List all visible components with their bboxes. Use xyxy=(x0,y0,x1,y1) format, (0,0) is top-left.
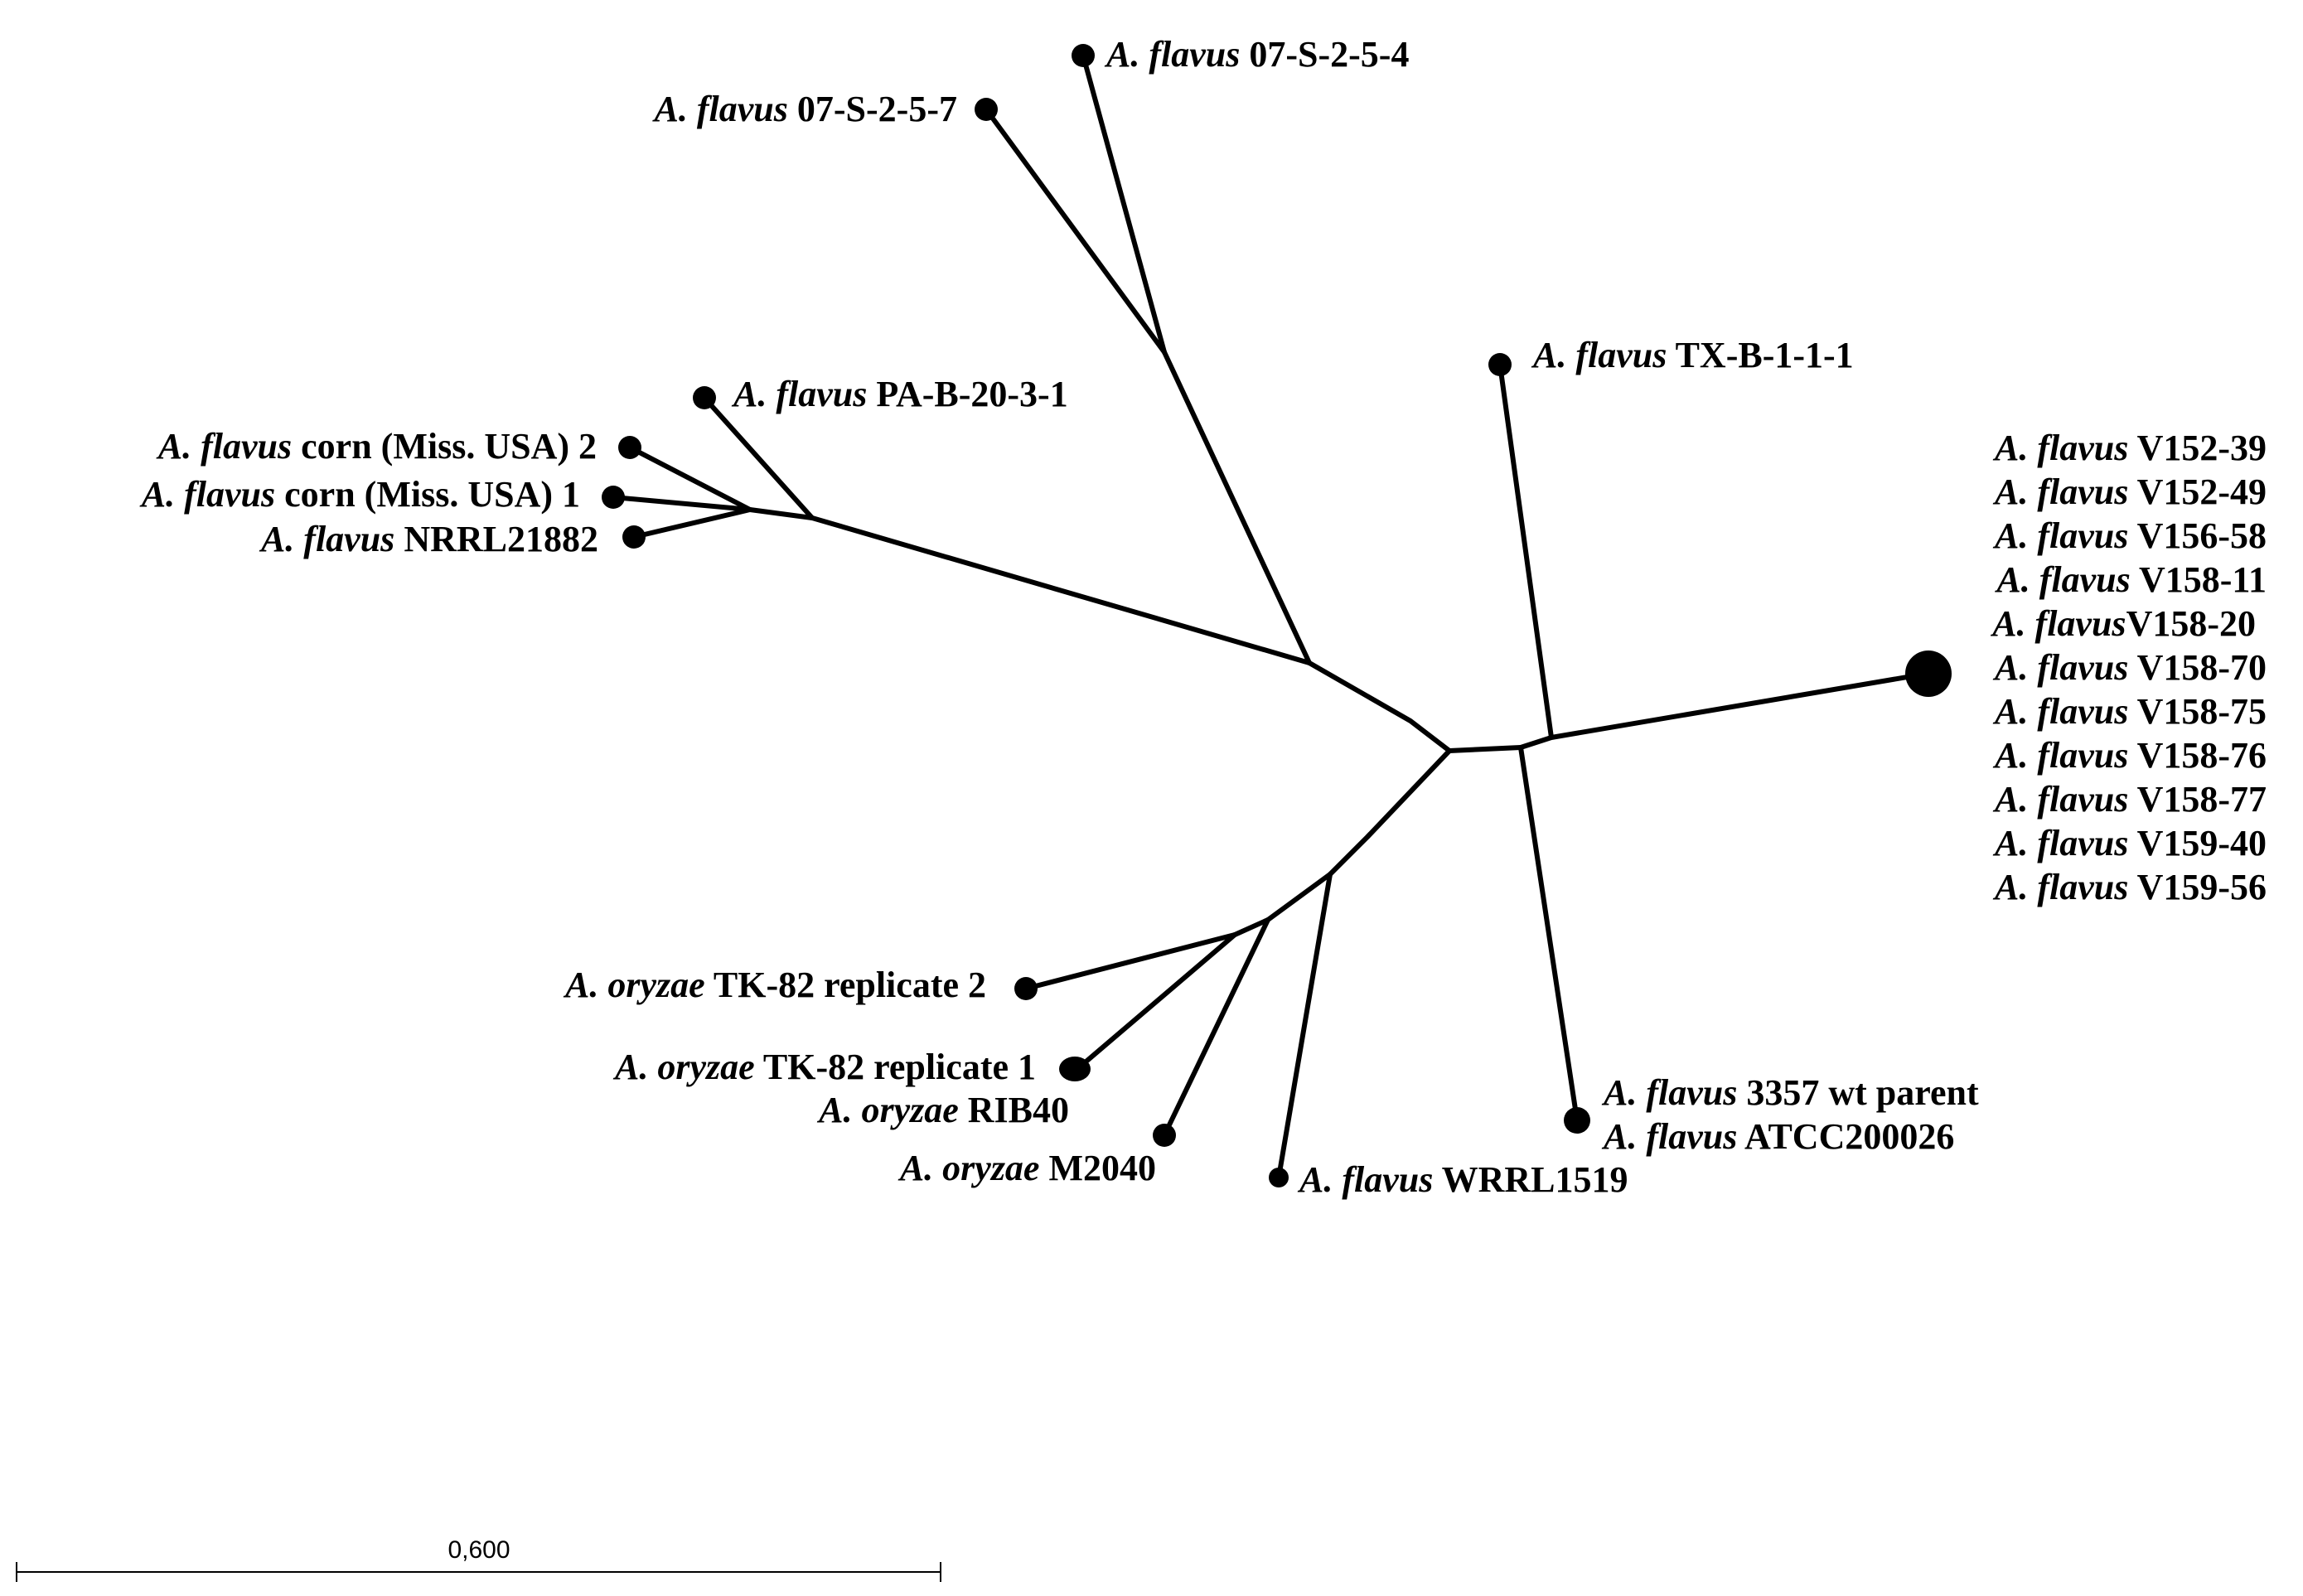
tip-wrrl xyxy=(1269,1168,1289,1187)
branch-tx-b xyxy=(1497,362,1554,740)
branch-to-corn-cluster xyxy=(810,515,1312,665)
tree-branches xyxy=(611,53,1929,1180)
branch-3357 xyxy=(1518,745,1580,1123)
v-cluster-labels: A. flavus V152-39 A. flavus V152-49 A. f… xyxy=(1990,428,2267,907)
branch-center-down xyxy=(1328,748,1452,877)
label-v159-56: A. flavus V159-56 xyxy=(1992,867,2267,907)
label-v152-39: A. flavus V152-39 xyxy=(1992,428,2267,468)
branch-to-pa-b xyxy=(702,395,815,520)
branch-corn-2 xyxy=(627,445,752,512)
tip-tk82-rep2 xyxy=(1014,977,1038,1000)
branch-07s-2-5-7 xyxy=(984,107,1167,355)
branch-oryzae-node xyxy=(1265,872,1333,922)
tip-07s-2-5-7 xyxy=(975,98,998,121)
label-v152-49: A. flavus V152-49 xyxy=(1992,472,2267,512)
tip-labels: A. flavus 07-S-2-5-4 A. flavus 07-S-2-5-… xyxy=(139,34,2267,1200)
branch-corn-1 xyxy=(611,495,752,512)
tip-markers xyxy=(602,44,1952,1187)
scale-bar: 0,600 xyxy=(16,1536,941,1582)
branch-oryzae-subnode xyxy=(1232,917,1270,937)
tip-tx-b xyxy=(1488,353,1512,376)
label-wrrl: A. flavus WRRL1519 xyxy=(1297,1159,1628,1200)
tip-m2040 xyxy=(1153,1124,1176,1147)
label-nrrl: A. flavus NRRL21882 xyxy=(259,519,598,559)
label-tx-b: A. flavus TX-B-1-1-1 xyxy=(1531,335,1854,375)
branch-center-left xyxy=(1307,660,1452,753)
label-v156-58: A. flavus V156-58 xyxy=(1992,515,2267,556)
branch-nrrl xyxy=(631,507,752,539)
tip-07s-2-5-4 xyxy=(1072,44,1095,67)
branch-tk82-rep1 xyxy=(1075,932,1237,1071)
label-pa-b: A. flavus PA-B-20-3-1 xyxy=(731,374,1068,414)
label-corn-1: A. flavus corn (Miss. USA) 1 xyxy=(139,474,580,515)
tip-v-cluster xyxy=(1905,650,1952,697)
branch-07s-2-5-4 xyxy=(1081,53,1167,355)
tip-3357 xyxy=(1564,1107,1590,1134)
branch-tk82-rep2 xyxy=(1023,932,1237,991)
label-tk82-rep1: A. oryzae TK-82 replicate 1 xyxy=(612,1047,1036,1087)
tip-corn-2 xyxy=(618,436,641,459)
label-m2040: A. oryzae M2040 xyxy=(897,1148,1156,1188)
scale-bar-label: 0,600 xyxy=(448,1536,510,1564)
label-v158-70: A. flavus V158-70 xyxy=(1992,647,2267,688)
label-07s-2-5-7: A. flavus 07-S-2-5-7 xyxy=(652,89,957,129)
tip-nrrl xyxy=(622,525,646,549)
tip-corn-1 xyxy=(602,486,625,509)
branch-m2040 xyxy=(1162,917,1270,1138)
branch-to-v-cluster xyxy=(1518,671,1929,750)
label-rib40: A. oryzae RIB40 xyxy=(816,1090,1069,1130)
label-v159-40: A. flavus V159-40 xyxy=(1992,823,2267,863)
branch-corn-node xyxy=(748,507,815,520)
label-07s-2-5-4: A. flavus 07-S-2-5-4 xyxy=(1104,34,1409,75)
tip-tk82-rep1 xyxy=(1059,1057,1091,1081)
label-3357: A. flavus 3357 wt parent xyxy=(1601,1072,1979,1113)
branch-center-right xyxy=(1447,745,1523,753)
tip-pa-b xyxy=(693,386,716,409)
label-corn-2: A. flavus corn (Miss. USA) 2 xyxy=(156,426,597,467)
branch-to-07s-node xyxy=(1162,350,1312,665)
label-v158-75: A. flavus V158-75 xyxy=(1992,691,2267,732)
label-tk82-rep2: A. oryzae TK-82 replicate 2 xyxy=(563,965,986,1005)
label-v158-77: A. flavus V158-77 xyxy=(1992,779,2267,820)
label-v158-20: A. flavusV158-20 xyxy=(1990,603,2256,644)
branch-wrrl xyxy=(1276,872,1333,1180)
label-atcc: A. flavus ATCC200026 xyxy=(1601,1116,1954,1157)
label-v158-76: A. flavus V158-76 xyxy=(1992,735,2267,776)
label-v158-11: A. flavus V158-11 xyxy=(1994,559,2267,600)
